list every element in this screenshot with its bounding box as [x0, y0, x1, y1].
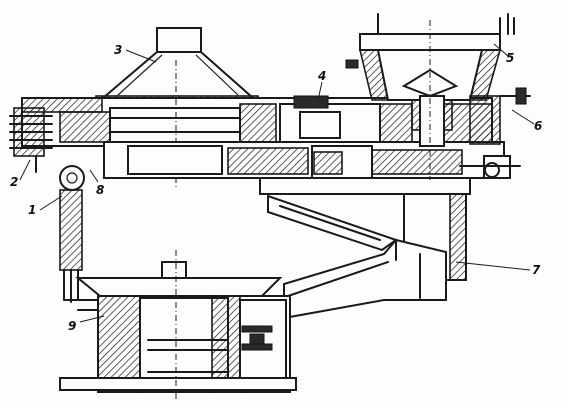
- left-flange: [9, 107, 53, 173]
- hopper: [95, 27, 259, 105]
- lower-receiver: [59, 250, 297, 400]
- label-4: 4: [317, 69, 326, 83]
- label-6: 6: [534, 119, 542, 133]
- label-9: 9: [68, 319, 76, 333]
- gear-housing: [103, 141, 521, 195]
- label-1: 1: [28, 203, 36, 217]
- label-3: 3: [114, 43, 122, 57]
- inclined-tray: [267, 194, 399, 252]
- leader-lines: [19, 43, 535, 323]
- label-7: 7: [532, 263, 541, 277]
- label-8: 8: [96, 183, 104, 197]
- label-2: 2: [10, 175, 18, 189]
- upper-gearbox: [345, 13, 531, 180]
- main-housing: [21, 60, 493, 190]
- discharge-chute: [283, 193, 467, 320]
- label-5: 5: [506, 51, 514, 65]
